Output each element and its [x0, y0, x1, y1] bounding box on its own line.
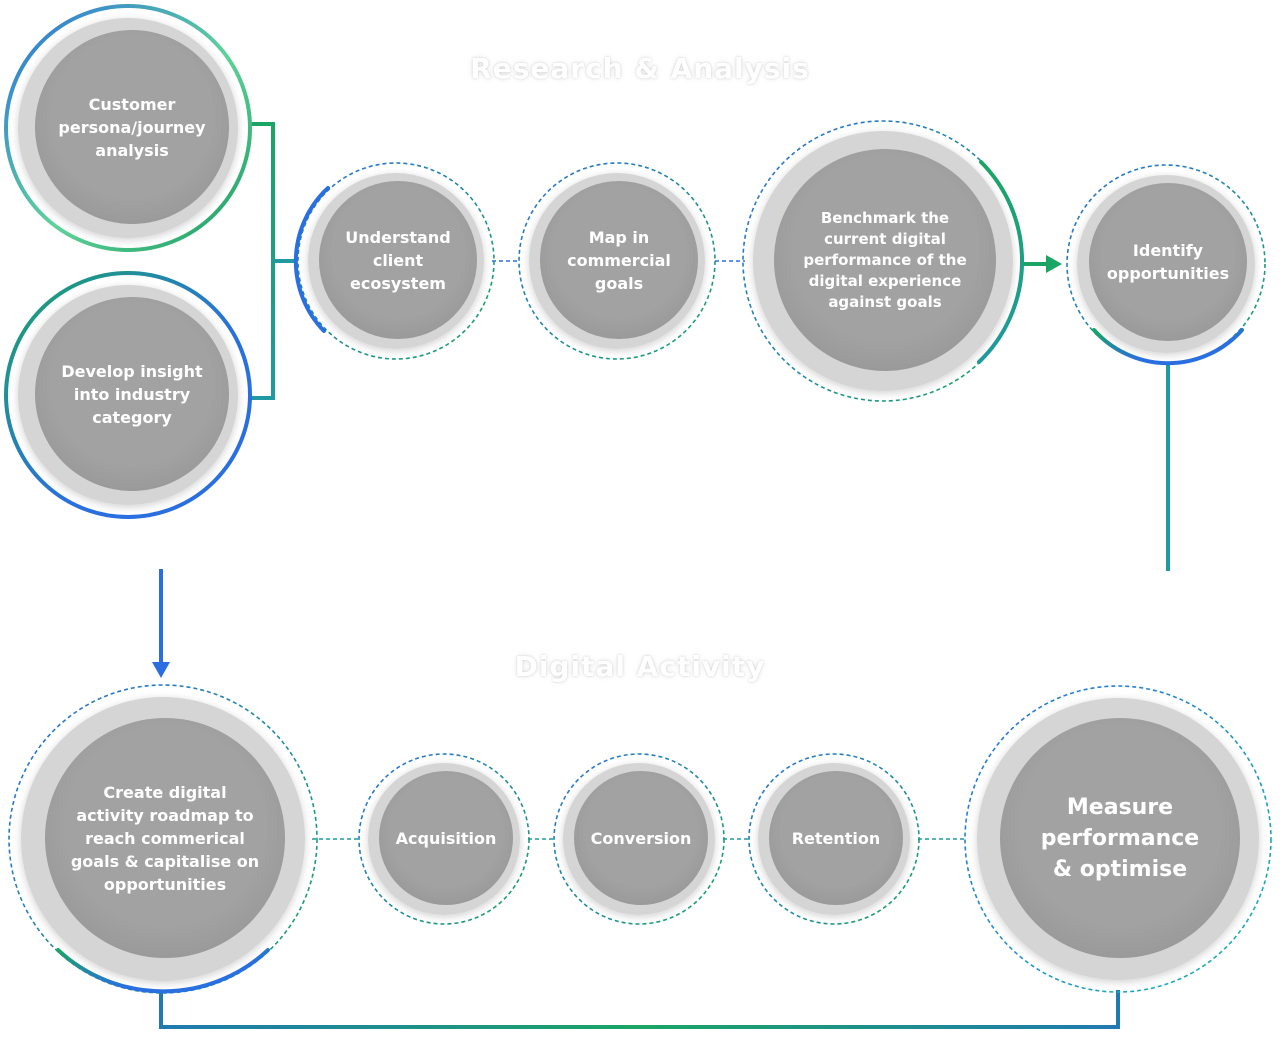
node-industry-insight: [4, 271, 252, 519]
section-title-research: Research & Analysis: [470, 52, 810, 85]
label-measure: Measure performance & optimise: [1040, 794, 1200, 882]
label-identify: Identify opportunities: [1106, 241, 1230, 283]
node-acquisition: [358, 753, 530, 925]
arrowhead-right-icon: [1046, 255, 1062, 273]
label-customer-persona: Customer persona/journey analysis: [58, 94, 206, 160]
label-map-goals: Map in commercial goals: [567, 227, 671, 293]
label-benchmark: Benchmark the current digital performanc…: [803, 208, 967, 311]
section-title-digital: Digital Activity: [514, 650, 766, 683]
node-conversion: [553, 753, 725, 925]
node-roadmap: [8, 684, 318, 994]
node-retention: [748, 753, 920, 925]
arrowhead-down-icon: [152, 662, 170, 678]
node-understand-client: [293, 162, 495, 360]
node-identify: [1066, 164, 1266, 366]
label-industry-insight: Develop insight into industry category: [61, 361, 203, 427]
label-understand-client: Understand client ecosystem: [345, 227, 451, 293]
feedback-path: [159, 990, 1120, 1029]
label-conversion: Conversion: [590, 828, 692, 848]
connectors: [152, 122, 1170, 1029]
node-customer-persona: [4, 4, 252, 252]
node-map-goals: [518, 162, 716, 360]
node-benchmark: [742, 120, 1024, 402]
node-measure: [964, 685, 1272, 993]
label-retention: Retention: [791, 828, 881, 848]
bracket-connector: [248, 122, 275, 400]
label-roadmap: Create digital activity roadmap to reach…: [70, 782, 260, 894]
label-acquisition: Acquisition: [395, 828, 497, 848]
